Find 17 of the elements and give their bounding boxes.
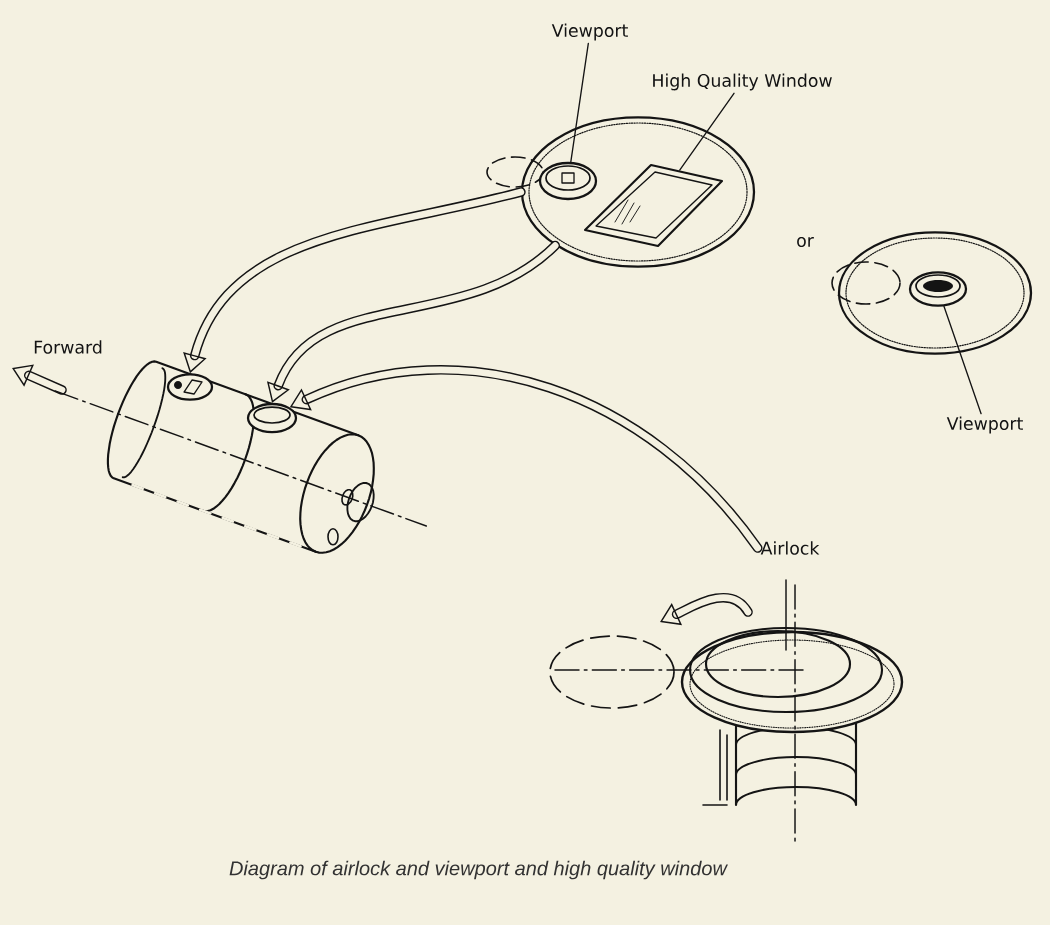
viewport-drawing <box>246 402 298 434</box>
port-drawing <box>166 373 214 401</box>
leader-line <box>570 42 589 163</box>
callout-label: Viewport <box>946 416 1023 434</box>
mounting-disc <box>831 231 1033 355</box>
airlock-label: Airlock <box>760 541 820 555</box>
callout-label: Viewport <box>551 23 628 41</box>
viewport-drawing <box>908 271 968 307</box>
callout-label: High Quality Window <box>653 73 832 91</box>
module-drawing <box>54 360 428 554</box>
label-text: or <box>797 237 814 247</box>
leader-line <box>943 305 982 415</box>
label-text: Forward <box>34 340 102 354</box>
leader-line <box>679 92 735 171</box>
viewport-drawing <box>538 161 598 201</box>
window-drawing <box>583 163 724 248</box>
caption: Diagram of airlock and viewport and high quality window <box>229 860 728 880</box>
